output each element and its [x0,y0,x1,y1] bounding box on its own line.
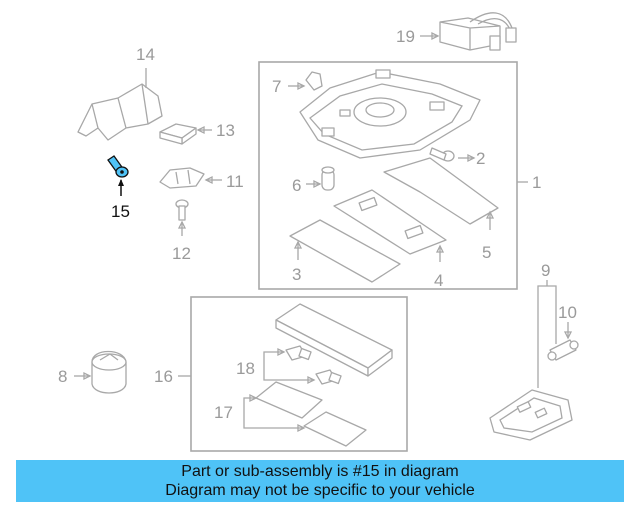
callout-4: 4 [434,271,443,290]
callout-5: 5 [482,243,491,262]
callout-6: 6 [292,176,301,195]
callout-9: 9 [541,261,550,280]
part-2-screw[interactable] [429,147,455,162]
callout-19: 19 [396,27,415,46]
part-13-clip[interactable] [159,123,197,145]
callout-12: 12 [172,244,191,263]
callout-3: 3 [292,265,301,284]
part-10-bulb[interactable] [547,339,579,361]
callout-7: 7 [272,77,281,96]
part-12-screw[interactable] [175,199,189,221]
part-3-pad[interactable] [289,219,401,283]
part-4-lens[interactable] [333,189,447,255]
part-15-bolt[interactable] [107,155,129,178]
callout-15: 15 [111,202,130,221]
part-9-lamp[interactable] [489,389,573,441]
callout-2: 2 [476,149,485,168]
part-17-seals[interactable] [255,381,367,447]
parts-diagram: 19 14 13 15 11 12 7 [58,12,579,452]
part-11-clip[interactable] [159,167,205,189]
assembly-box-1 [258,61,518,290]
callout-16: 16 [154,367,173,386]
callout-8: 8 [58,367,67,386]
part-19-connector[interactable] [439,12,517,51]
callout-17: 17 [214,403,233,422]
callout-11: 11 [226,172,244,191]
part-16-lens[interactable] [275,303,393,377]
info-banner: Part or sub-assembly is #15 in diagram D… [16,460,624,502]
part-8-socket[interactable] [91,350,127,394]
callout-10: 10 [558,303,577,322]
assembly-box-16 [190,296,408,452]
part-6-pin[interactable] [321,166,335,191]
callout-18: 18 [236,359,255,378]
part-14-bracket[interactable] [77,83,163,141]
callout-13: 13 [216,121,235,140]
part-5-panel[interactable] [383,157,499,225]
console-housing[interactable] [299,69,481,159]
part-7-clip[interactable] [305,71,323,91]
callout-14: 14 [136,45,155,64]
banner-line-1: Part or sub-assembly is #15 in diagram [181,463,459,480]
banner-line-2: Diagram may not be specific to your vehi… [165,482,475,499]
part-18-bulbs[interactable] [285,345,342,385]
callout-1: 1 [532,173,541,192]
